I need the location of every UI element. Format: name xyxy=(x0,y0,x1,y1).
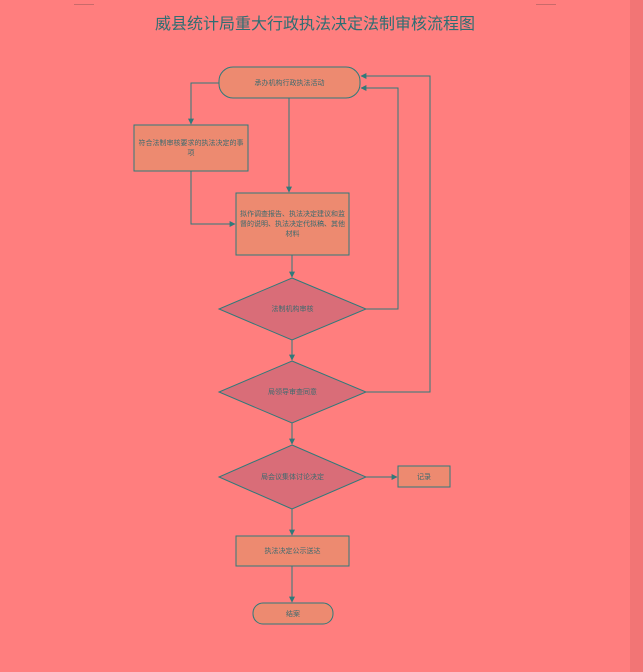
legal-review-label: 法制机构审核 xyxy=(271,305,314,313)
right-margin xyxy=(630,0,643,672)
arrow-legal-return xyxy=(360,85,399,310)
arrow-start-to-matters xyxy=(188,82,219,125)
arrow-matters-to-materials xyxy=(190,171,236,227)
record-node-label: 记录 xyxy=(417,472,431,481)
record-node-shape xyxy=(397,465,451,488)
meeting-label: 局会议集体讨论决定 xyxy=(261,473,324,481)
start-node-label: 承办机构行政执法活动 xyxy=(254,78,325,87)
end-node-label: 结案 xyxy=(286,609,300,618)
leader-review-label: 局领导审查同意 xyxy=(268,388,317,396)
corner-mark-right xyxy=(536,4,556,5)
corner-mark-left xyxy=(74,4,94,5)
publish-node-label: 执法决定公示送达 xyxy=(264,547,321,555)
materials-node-label: 拟作调查报告、执法决定建议和监督的说明、执法决定代拟稿、其他材料 xyxy=(240,210,345,238)
page-title: 威县统计局重大行政执法决定法制审核流程图 xyxy=(154,14,475,33)
end-node-shape xyxy=(252,602,334,625)
matters-node-label: 符合法制审核要求的执法决定的事项 xyxy=(138,139,244,157)
publish-node-shape xyxy=(235,535,350,567)
arrow-leader-return xyxy=(360,73,431,393)
matters-node-shape xyxy=(133,124,249,172)
materials-node-shape xyxy=(235,192,350,256)
